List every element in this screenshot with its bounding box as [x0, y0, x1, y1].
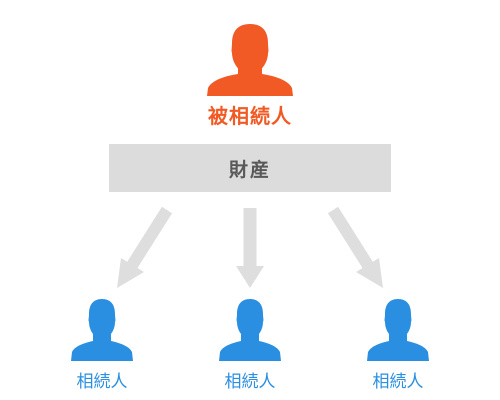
estate-label: 財産 — [228, 158, 271, 181]
arrow-center — [236, 208, 264, 288]
estate-box: 財産 — [109, 144, 391, 192]
heir-person-icon — [219, 299, 281, 361]
heir-label: 相続人 — [224, 372, 276, 392]
heir-label: 相続人 — [372, 372, 424, 392]
arrow-left — [117, 206, 173, 288]
heir-label: 相続人 — [76, 372, 128, 392]
arrow-right — [327, 206, 383, 288]
decedent-label: 被相続人 — [208, 104, 292, 128]
heir-person-icon — [71, 299, 133, 361]
decedent-person-icon — [207, 24, 293, 96]
heir-person-icon — [367, 299, 429, 361]
